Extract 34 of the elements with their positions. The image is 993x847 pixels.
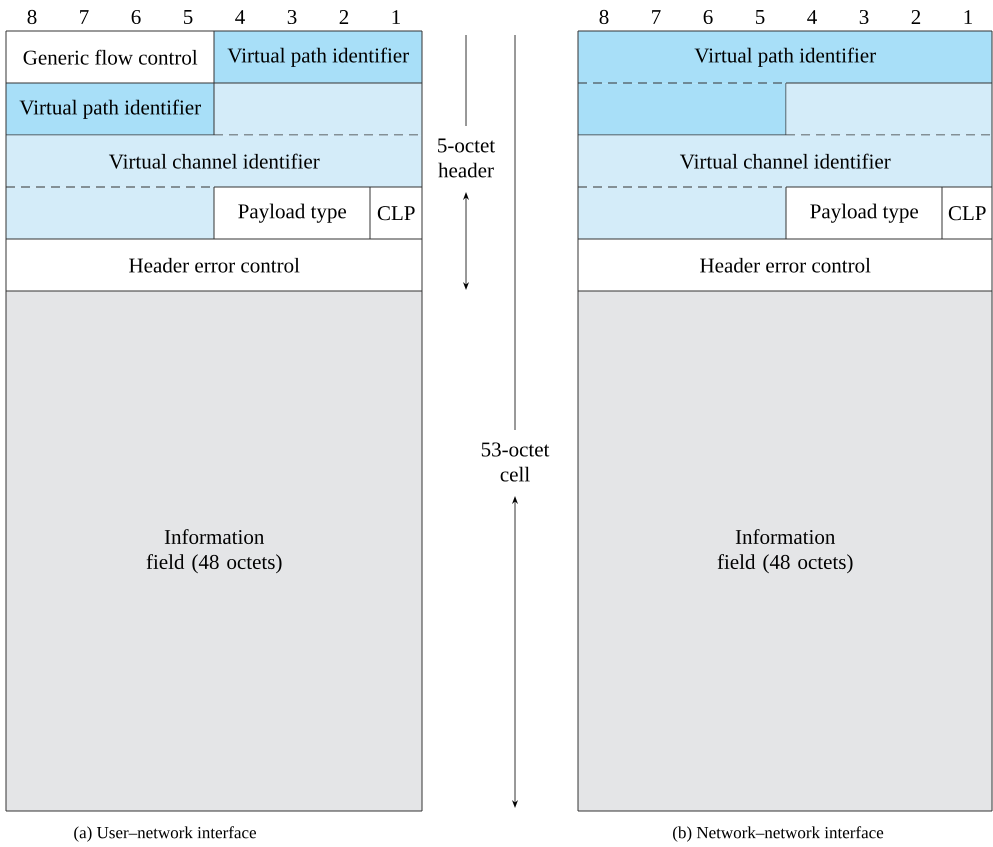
payload-box: Information field (48 octets) — [6, 290, 422, 812]
payload-box: Information field (48 octets) — [578, 290, 992, 812]
field-box — [578, 186, 786, 240]
field-box: Virtual path identifier — [214, 30, 422, 84]
field-box: CLP — [370, 186, 422, 240]
field-box: Virtual path identifier — [6, 82, 214, 136]
bit-number: 3 — [288, 10, 296, 24]
bit-number: 1 — [392, 10, 400, 24]
bit-number: 6 — [132, 10, 141, 24]
field-box — [6, 186, 214, 240]
dimension-label: 53-octet cell — [482, 442, 550, 482]
bit-number: 2 — [340, 10, 348, 24]
bit-number: 5 — [756, 10, 764, 24]
bit-number: 6 — [704, 10, 713, 24]
bit-number: 4 — [235, 10, 245, 24]
bit-number: 8 — [28, 10, 36, 24]
field-box — [786, 82, 992, 136]
bit-number: 3 — [860, 10, 868, 24]
field-box: CLP — [942, 186, 992, 240]
bit-number: 7 — [80, 10, 89, 24]
bit-number: 2 — [912, 10, 920, 24]
dimension-label: 5-octet header — [438, 138, 496, 178]
field-box: Header error control — [578, 238, 992, 292]
bit-number: 5 — [184, 10, 192, 24]
bit-number: 4 — [807, 10, 817, 24]
field-box: Generic flow control — [6, 30, 214, 84]
bit-number: 1 — [964, 10, 972, 24]
field-box — [578, 82, 786, 136]
bit-number: 8 — [600, 10, 608, 24]
field-box — [214, 82, 422, 136]
field-box: Header error control — [6, 238, 422, 292]
field-box: Payload type — [214, 186, 370, 240]
field-box: Payload type — [786, 186, 942, 240]
bit-number: 7 — [652, 10, 661, 24]
